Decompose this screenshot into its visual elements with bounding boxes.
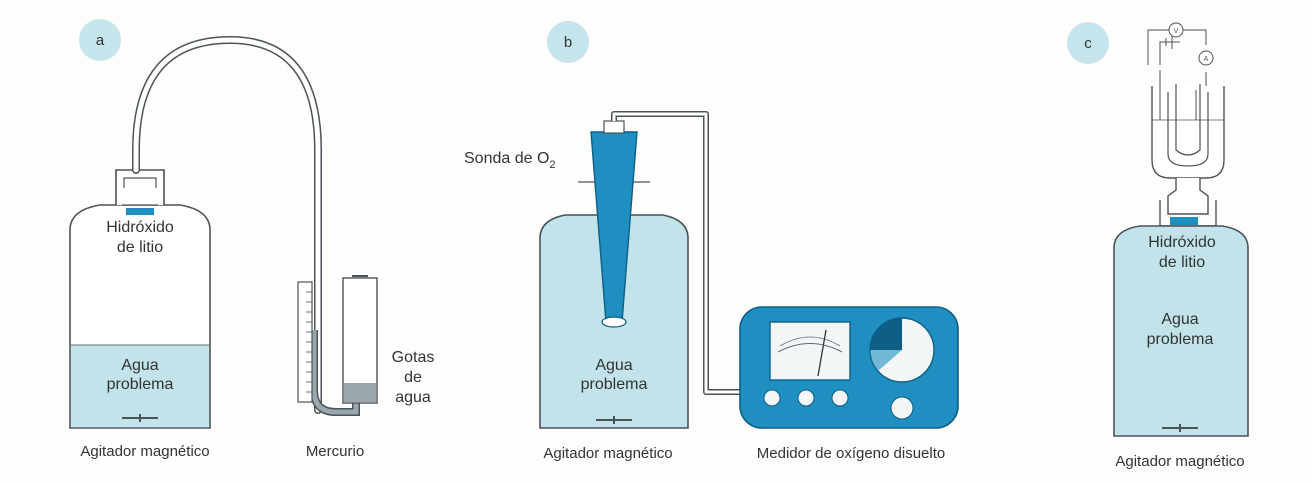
panel-a-drops xyxy=(344,383,376,402)
panel-a-lithium-label-1: Hidróxido xyxy=(106,219,174,236)
panel-b-probe-cap xyxy=(603,120,625,134)
panel-a-badge-label: a xyxy=(96,32,105,49)
panel-b-badge xyxy=(547,21,589,63)
panel-a-scale-ticks xyxy=(306,291,312,393)
panel-b-stirrer-bar xyxy=(596,416,632,424)
panel-b-knob-1 xyxy=(763,389,781,407)
panel-b-probe-label: Sonda de O2 xyxy=(464,150,556,171)
panel-c-water-label-2: problema xyxy=(1147,331,1214,348)
panel-c-voltmeter xyxy=(1168,22,1184,38)
panel-c-badge-label: c xyxy=(1084,35,1092,52)
panel-c-water-label-1: Agua xyxy=(1161,311,1198,328)
panel-a-cup-holder xyxy=(123,177,157,188)
panel-b: b Sonda de O2 Agua problema Agitad xyxy=(464,21,959,462)
panel-b-dial-arc xyxy=(777,343,843,353)
panel-a-stirrer-bar xyxy=(122,414,158,422)
panel-a-water-label-1: Agua xyxy=(121,357,158,374)
panel-c-lithium-label-2: de litio xyxy=(1159,254,1205,271)
panel-b-stirrer-label: Agitador magnético xyxy=(543,445,672,462)
panel-a-mercury-label: Mercurio xyxy=(306,443,364,460)
panel-b-probe-label-sub: 2 xyxy=(549,159,555,171)
panel-b-dial-needle xyxy=(817,329,827,377)
panel-a-flask-neck xyxy=(115,169,165,205)
panel-c-neck-connector xyxy=(1167,178,1209,215)
panel-a-lithium-label-2: de litio xyxy=(117,239,163,256)
panel-c-flask xyxy=(1113,225,1249,437)
panel-c-ammeter-symbol: A xyxy=(1204,56,1209,63)
panel-a-lithium-cup xyxy=(126,208,154,215)
panel-a-badge xyxy=(79,19,121,61)
panel-b-cable-inner xyxy=(612,112,742,394)
panel-a-drops-label-1: Gotas xyxy=(392,349,435,366)
panel-b-knob-large xyxy=(890,396,914,420)
panel-b-meter-label: Medidor de oxígeno disuelto xyxy=(757,445,945,462)
panel-a-drops-label-2: de xyxy=(404,369,422,386)
panel-b-probe-tip xyxy=(601,316,627,328)
panel-b-knob-3 xyxy=(831,389,849,407)
panel-b-water-label-2: problema xyxy=(581,376,648,393)
panel-b-water-label-1: Agua xyxy=(595,357,632,374)
panel-c-inner-cell xyxy=(1167,92,1209,167)
panel-b-meter-dial xyxy=(769,321,851,381)
panel-c: c V A Hidróxido de litio xyxy=(1067,22,1249,470)
panel-c-stirrer-bar xyxy=(1162,424,1198,432)
panel-a-stirrer-label: Agitador magnético xyxy=(80,443,209,460)
panel-a-drop-column xyxy=(342,277,378,404)
panel-a-water-label-2: problema xyxy=(107,376,174,393)
panel-c-stirrer-label: Agitador magnético xyxy=(1115,453,1244,470)
panel-a-water xyxy=(71,345,209,427)
panel-c-voltmeter-symbol: V xyxy=(1174,28,1179,35)
panel-a: a Hid xyxy=(69,19,435,460)
panel-b-knob-2 xyxy=(797,389,815,407)
panel-c-lithium-cup xyxy=(1170,217,1198,225)
panel-a-mercury xyxy=(311,330,359,415)
panel-b-dial-arc-2 xyxy=(779,336,841,347)
panel-c-lithium-label-1: Hidróxido xyxy=(1148,234,1216,251)
panel-b-display-sector-2 xyxy=(870,350,902,371)
panel-c-ammeter xyxy=(1198,50,1214,66)
panel-b-display-sector xyxy=(870,318,902,350)
panel-c-electrode xyxy=(1175,84,1201,156)
panel-b-badge-label: b xyxy=(564,34,572,51)
panel-a-tube-inner xyxy=(133,37,321,413)
panel-c-circuit-wires xyxy=(1147,29,1207,91)
panel-a-drops-label-3: agua xyxy=(395,389,431,406)
panel-c-badge xyxy=(1067,22,1109,64)
panel-b-probe-label-main: Sonda de O xyxy=(464,150,549,167)
